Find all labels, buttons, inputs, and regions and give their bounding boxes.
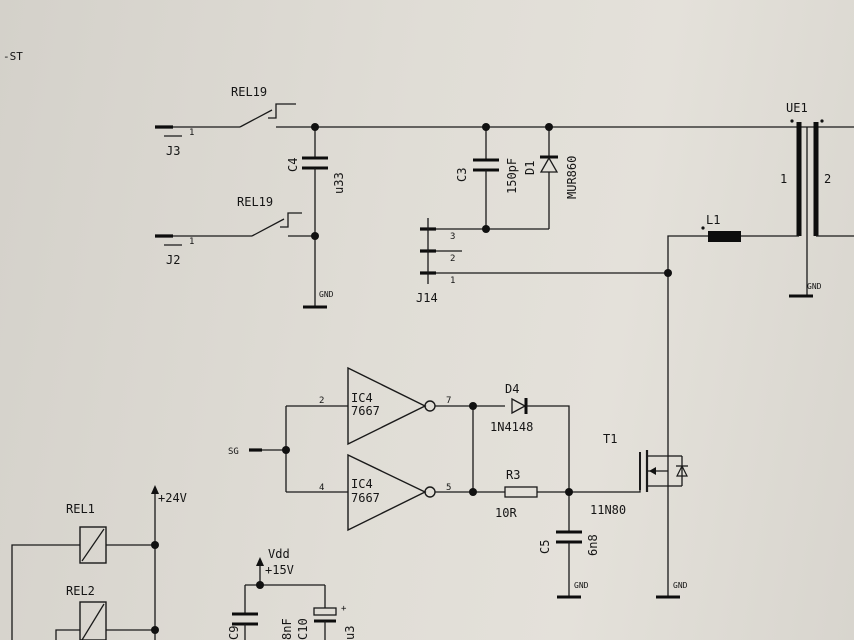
j3-label: J3 xyxy=(166,144,180,158)
t1-gnd-label: GND xyxy=(673,581,688,590)
capacitor-c4: C4 u33 GND xyxy=(286,127,346,309)
capacitor-c10: C10 + u3 xyxy=(296,604,357,640)
ue1-pin1: 1 xyxy=(780,172,787,186)
junction-dot xyxy=(311,123,319,131)
d1-value: MUR860 xyxy=(565,156,579,199)
j2-label: J2 xyxy=(166,253,180,267)
relay-contact-rel19-bottom: REL19 xyxy=(237,195,315,237)
j14-pin1: 1 xyxy=(450,276,455,286)
r3-label: R3 xyxy=(506,468,520,482)
c3-label: C3 xyxy=(455,168,469,182)
ue1-gnd-label: GND xyxy=(807,282,822,291)
j2-pin-label: 1 xyxy=(189,237,194,247)
ic4-bottom-out-pin: 5 xyxy=(446,483,451,493)
diode-d4: D4 1N4148 xyxy=(490,382,570,492)
j14-pin3: 3 xyxy=(450,232,455,242)
junction-dots xyxy=(151,123,672,634)
junction-dot xyxy=(469,402,477,410)
gate-ic4-bottom: IC4 7667 4 5 xyxy=(286,453,505,532)
j14-label: J14 xyxy=(416,291,438,305)
ic4-top-part: 7667 xyxy=(351,404,380,418)
connector-j3: 1 J3 xyxy=(155,125,240,158)
gate-drive-wire xyxy=(569,456,641,493)
resistor-r3: R3 10R xyxy=(495,468,569,520)
ic4-bottom-part: 7667 xyxy=(351,491,380,505)
l1-label: L1 xyxy=(706,213,720,227)
sg-label: SG xyxy=(228,447,239,457)
inductor-l1: L1 xyxy=(667,213,799,273)
diode-d1: D1 MUR860 xyxy=(523,127,579,229)
c3-value: 150pF xyxy=(505,158,519,194)
d4-label: D4 xyxy=(505,382,519,396)
v15-label: +15V xyxy=(265,563,294,577)
mosfet-t1: T1 11N80 GND xyxy=(590,432,688,599)
c4-gnd-label: GND xyxy=(319,290,334,299)
capacitor-c5: C5 6n8 GND xyxy=(538,492,600,599)
relay-coil-rel1: REL1 xyxy=(11,502,155,640)
connector-j2: 1 J2 xyxy=(155,234,252,267)
ue1-pin2: 2 xyxy=(824,172,831,186)
junction-dot xyxy=(256,581,264,589)
v24-label: +24V xyxy=(158,491,187,505)
capacitor-c9: C9 8nF xyxy=(227,612,294,640)
rel2-label: REL2 xyxy=(66,584,95,598)
transformer-ue1: UE1 1 2 GND xyxy=(780,101,854,298)
corner-label: -ST xyxy=(3,50,23,63)
ue1-label: UE1 xyxy=(786,101,808,115)
relay-coil-rel2: REL2 xyxy=(55,584,155,640)
junction-dot xyxy=(565,488,573,496)
c10-plus: + xyxy=(341,604,347,614)
c10-label: C10 xyxy=(296,618,310,640)
ic4-top-out-pin: 7 xyxy=(446,396,451,406)
signal-input-sg: SG xyxy=(228,406,287,492)
c10-value: u3 xyxy=(343,626,357,640)
c9-label: C9 xyxy=(227,626,241,640)
c9-value: 8nF xyxy=(280,618,294,640)
vdd-label: Vdd xyxy=(268,547,290,561)
ic4-bottom-label: IC4 xyxy=(351,477,373,491)
junction-dot xyxy=(282,446,290,454)
junction-dot xyxy=(545,123,553,131)
junction-dot xyxy=(664,269,672,277)
d1-label: D1 xyxy=(523,161,537,175)
j3-pin-label: 1 xyxy=(189,128,194,138)
rel1-label: REL1 xyxy=(66,502,95,516)
rel19-top-label: REL19 xyxy=(231,85,267,99)
junction-dot xyxy=(482,123,490,131)
junction-dot xyxy=(482,225,490,233)
capacitor-c3: C3 150pF xyxy=(455,127,519,229)
c5-value: 6n8 xyxy=(586,534,600,556)
ic4-top-label: IC4 xyxy=(351,391,373,405)
power-rail-15v: Vdd +15V xyxy=(244,547,326,614)
r3-value: 10R xyxy=(495,506,517,520)
rel19-bottom-label: REL19 xyxy=(237,195,273,209)
power-rail-24v: +24V xyxy=(151,485,187,640)
c5-label: C5 xyxy=(538,540,552,554)
d4-value: 1N4148 xyxy=(490,420,533,434)
ic4-bottom-in-pin: 4 xyxy=(319,483,324,493)
j14-pin2: 2 xyxy=(450,254,455,264)
junction-dot xyxy=(311,232,319,240)
c5-gnd-label: GND xyxy=(574,581,589,590)
junction-dot xyxy=(151,626,159,634)
relay-contact-rel19-top: REL19 xyxy=(231,85,315,128)
t1-label: T1 xyxy=(603,432,617,446)
ic4-top-in-pin: 2 xyxy=(319,396,324,406)
t1-value: 11N80 xyxy=(590,503,626,517)
c4-value: u33 xyxy=(332,172,346,194)
junction-dot xyxy=(151,541,159,549)
connector-j14: 3 2 1 J14 xyxy=(416,218,668,305)
junction-dot xyxy=(469,488,477,496)
c4-label: C4 xyxy=(286,158,300,172)
